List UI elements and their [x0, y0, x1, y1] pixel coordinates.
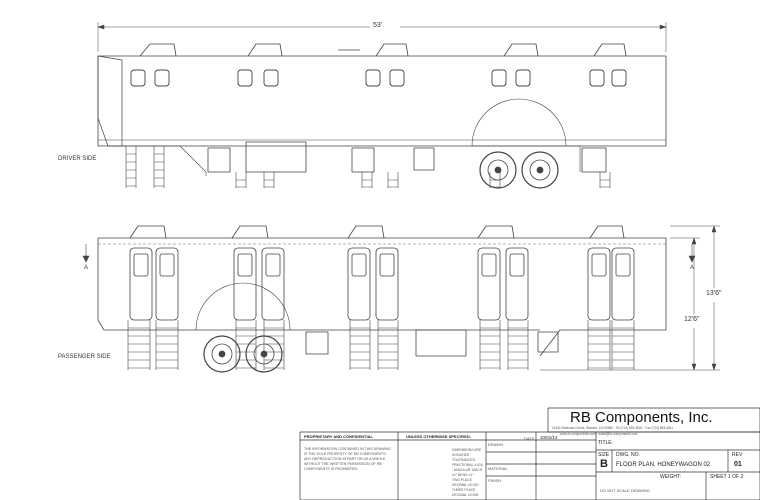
driver-steps — [125, 146, 611, 188]
rev-label: REV — [732, 452, 743, 458]
title-label: TITLE: — [598, 440, 614, 446]
tolerance-heading: UNLESS OTHERWISE SPECIFIED: — [406, 434, 472, 439]
company-contact: www.rb-components.com · sales@rb-compone… — [560, 432, 638, 436]
scale-note: DO NOT SCALE DRAWING — [600, 488, 651, 493]
rev-value: 01 — [734, 461, 742, 468]
overall-length-label: 53' — [373, 22, 383, 29]
passenger-compartments — [305, 329, 559, 357]
driver-side-label: DRIVER SIDE — [58, 156, 97, 162]
driver-windows — [130, 69, 627, 87]
dwg-no-value: FLOOR PLAN, HONEYWAGON 02 — [616, 462, 711, 468]
company-name: RB Components, Inc. — [570, 409, 713, 426]
driver-side-view — [97, 43, 667, 189]
dwg-no-label: DWG. NO. — [616, 452, 640, 458]
tolerance-text: DIMENSIONS ARE IN INCHES · TOLERANCES: F… — [452, 448, 483, 497]
passenger-side-view — [82, 225, 696, 373]
driver-compartments — [207, 141, 607, 173]
passenger-side-label: PASSENGER SIDE — [58, 354, 111, 360]
height-label-1: 13'6" — [706, 290, 722, 297]
proprietary-heading: PROPRIETARY AND CONFIDENTIAL — [304, 434, 373, 439]
sheet-label: SHEET 1 OF 2 — [710, 474, 744, 480]
weight-label: WEIGHT: — [660, 474, 681, 480]
section-mark-right: A — [690, 265, 695, 271]
drawn-label: DRAWN — [488, 442, 503, 447]
passenger-doors — [129, 247, 635, 321]
section-mark-left: A — [84, 265, 89, 271]
date-label: DATE — [524, 436, 535, 441]
passenger-wheels — [195, 282, 291, 373]
finish-label: FINISH — [488, 478, 502, 483]
date-value: 10/01/12 — [540, 435, 558, 440]
driver-wheels — [471, 98, 567, 189]
title-block-frame — [299, 407, 760, 500]
proprietary-text: THE INFORMATION CONTAINED IN THIS DRAWIN… — [304, 447, 391, 471]
material-label: MATERIAL — [488, 466, 508, 471]
height-label-2: 12'6" — [684, 316, 700, 323]
size-label: SIZE — [598, 452, 610, 458]
company-address: 11440 Seaboard Circle, Stanton, CA 90680… — [552, 426, 674, 430]
passenger-stairs — [127, 320, 635, 370]
size-value: B — [600, 458, 608, 470]
overall-length-dimension — [97, 22, 667, 52]
height-dimensions — [540, 225, 720, 371]
